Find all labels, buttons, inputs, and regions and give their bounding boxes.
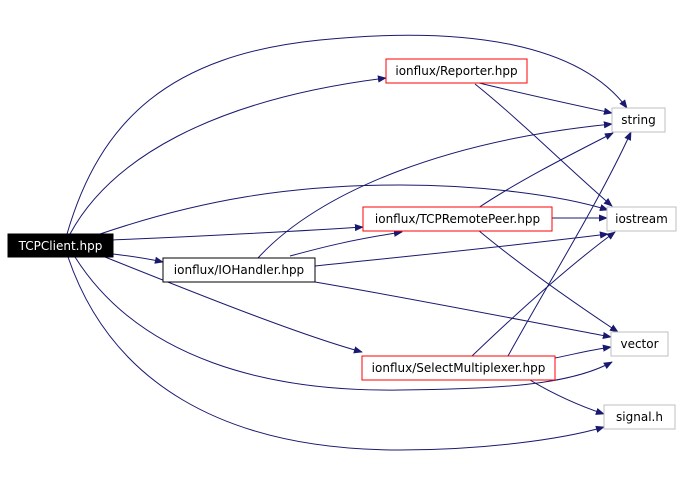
edge-tcpclient-iohandler bbox=[112, 253, 164, 264]
edge-tcpclient-reporter bbox=[69, 75, 387, 235]
node-tcpclient-label: TCPClient.hpp bbox=[18, 239, 103, 253]
node-iohandler-label: ionflux/IOHandler.hpp bbox=[174, 263, 304, 277]
node-selectmux[interactable]: ionflux/SelectMultiplexer.hpp bbox=[361, 355, 556, 381]
edge-selectmux-iostream bbox=[471, 231, 616, 357]
edge-tcpclient-signal bbox=[67, 256, 605, 451]
edge-tcpclient-string bbox=[66, 34, 628, 235]
edge-tcpclient-remotepeer bbox=[112, 223, 364, 241]
edges-layer bbox=[66, 34, 632, 451]
edge-tcpclient-selectmux bbox=[104, 256, 363, 354]
edge-iohandler-vector bbox=[314, 281, 612, 340]
node-reporter[interactable]: ionflux/Reporter.hpp bbox=[385, 58, 528, 84]
edge-iohandler-iostream bbox=[314, 231, 609, 267]
node-string[interactable]: string bbox=[611, 107, 666, 133]
node-string-label: string bbox=[621, 113, 655, 127]
node-selectmux-label: ionflux/SelectMultiplexer.hpp bbox=[372, 361, 546, 375]
edge-selectmux-signal bbox=[529, 379, 605, 415]
node-remotepeer-label: ionflux/TCPRemotePeer.hpp bbox=[375, 212, 540, 226]
edge-remotepeer-string bbox=[477, 132, 614, 209]
node-vector[interactable]: vector bbox=[610, 331, 669, 357]
node-vector-label: vector bbox=[620, 337, 658, 351]
edge-reporter-iostream bbox=[474, 83, 613, 207]
node-signal-label: signal.h bbox=[616, 410, 663, 424]
node-reporter-label: ionflux/Reporter.hpp bbox=[395, 64, 517, 78]
node-iohandler[interactable]: ionflux/IOHandler.hpp bbox=[162, 257, 316, 283]
node-signal[interactable]: signal.h bbox=[603, 404, 676, 430]
edge-tcpclient-iostream bbox=[99, 184, 609, 235]
edge-iohandler-string bbox=[257, 121, 613, 259]
edge-selectmux-vector bbox=[554, 344, 612, 359]
node-iostream-label: iostream bbox=[615, 212, 668, 226]
edge-reporter-string bbox=[474, 81, 613, 115]
nodes-layer: TCPClient.hpp ionflux/Reporter.hpp strin… bbox=[7, 58, 677, 430]
edge-remotepeer-vector bbox=[477, 229, 619, 333]
node-tcpclient[interactable]: TCPClient.hpp bbox=[7, 233, 114, 258]
node-iostream[interactable]: iostream bbox=[606, 206, 677, 232]
edge-selectmux-string bbox=[507, 131, 632, 357]
edge-iohandler-remotepeer bbox=[289, 229, 403, 257]
node-remotepeer[interactable]: ionflux/TCPRemotePeer.hpp bbox=[362, 206, 553, 232]
